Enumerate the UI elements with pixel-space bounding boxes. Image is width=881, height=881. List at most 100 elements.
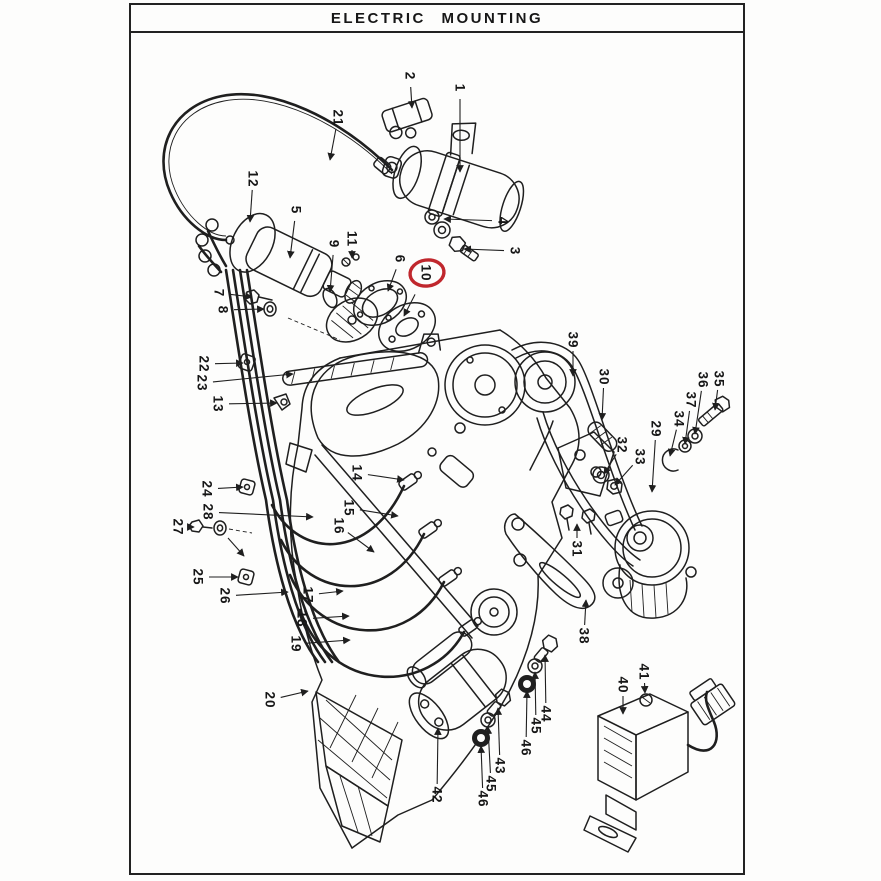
part-callout-9: 9 — [327, 240, 342, 249]
part-callout-22: 22 — [197, 355, 212, 372]
adjusting-arm — [503, 513, 596, 610]
highlight-ellipse — [408, 258, 446, 288]
part-callout-32: 32 — [615, 436, 630, 453]
leader-line-35 — [712, 389, 720, 411]
part-callout-34: 34 — [672, 410, 687, 427]
leader-line-45 — [484, 726, 493, 774]
part-callout-28: 28 — [201, 503, 216, 520]
cable-clamps — [188, 333, 442, 586]
leader-line-10 — [403, 294, 416, 317]
part-callout-45: 45 — [484, 775, 499, 792]
page-title: ELECTRIC MOUNTING — [330, 9, 544, 27]
leader-line-13 — [228, 399, 278, 407]
part-callout-43: 43 — [493, 757, 508, 774]
high-tension-wire — [162, 92, 394, 245]
leader-line-20 — [280, 688, 309, 699]
leader-line-24 — [217, 483, 244, 492]
leader-line-4 — [443, 215, 493, 224]
part-callout-46: 46 — [476, 790, 491, 807]
leader-line-18 — [312, 612, 350, 621]
leader-line-29 — [648, 439, 657, 493]
part-callout-20: 20 — [263, 691, 278, 708]
starter-motor — [406, 631, 507, 740]
leader-line-26 — [235, 588, 289, 597]
voltage-regulator — [583, 678, 736, 853]
part-callout-39: 39 — [566, 331, 581, 348]
part-callout-16: 16 — [332, 517, 347, 534]
leader-line-8 — [233, 305, 265, 314]
leader-line-5 — [287, 220, 296, 259]
part-callout-46: 46 — [519, 739, 534, 756]
leader-line-37 — [682, 410, 691, 445]
title-band: ELECTRIC MOUNTING — [131, 5, 743, 33]
coil-hardware — [424, 209, 479, 262]
part-callout-41: 41 — [637, 663, 652, 680]
leader-line-43 — [494, 707, 503, 756]
leader-line-34 — [667, 429, 677, 457]
leader-line-19 — [306, 636, 351, 645]
part-callout-45: 45 — [529, 717, 544, 734]
part-callout-12: 12 — [246, 170, 261, 187]
engine-drawing — [162, 92, 736, 853]
part-callout-19: 19 — [289, 635, 304, 652]
part-callout-14: 14 — [350, 464, 365, 481]
part-callout-5: 5 — [289, 206, 304, 215]
part-callout-13: 13 — [211, 395, 226, 412]
leader-line-21 — [327, 128, 337, 161]
generator-mount-parts — [557, 421, 623, 535]
part-callout-15: 15 — [342, 499, 357, 516]
ignition-coil — [381, 97, 525, 262]
part-callout-42: 42 — [430, 786, 445, 803]
leader-line-9 — [326, 254, 335, 293]
leader-line-17 — [318, 587, 344, 596]
part-callout-6: 6 — [393, 255, 408, 264]
part-callout-35: 35 — [712, 370, 727, 387]
leader-line-46 — [523, 690, 531, 738]
part-callout-8: 8 — [216, 306, 231, 315]
leader-line-14 — [367, 474, 405, 483]
part-callout-37: 37 — [684, 391, 699, 408]
leader-line-7 — [229, 292, 253, 300]
leader-line-32 — [603, 454, 617, 475]
part-callout-7: 7 — [212, 289, 227, 298]
part-callout-24: 24 — [200, 480, 215, 497]
part-callout-2: 2 — [403, 72, 418, 81]
leader-line-2 — [407, 86, 416, 109]
leader-line-46 — [477, 745, 486, 789]
part-callout-38: 38 — [577, 627, 592, 644]
leader-line-36 — [692, 390, 702, 435]
leader-line-12 — [246, 189, 255, 223]
part-callout-21: 21 — [331, 109, 346, 126]
part-callout-1: 1 — [453, 84, 468, 93]
leader-line-44 — [541, 654, 549, 704]
leader-line-6 — [386, 269, 397, 292]
part-callout-25: 25 — [191, 568, 206, 585]
part-callout-40: 40 — [616, 676, 631, 693]
oil-filter — [470, 588, 518, 636]
leader-line-33 — [614, 464, 634, 486]
part-callout-3: 3 — [508, 247, 523, 256]
leader-line-15 — [359, 509, 399, 519]
part-callout-31: 31 — [570, 540, 585, 557]
leader-line-30 — [598, 387, 607, 421]
leader-line-23 — [212, 370, 294, 383]
part-callout-33: 33 — [633, 448, 648, 465]
spark-plug-cables — [224, 268, 483, 679]
part-callout-27: 27 — [171, 518, 186, 535]
page-frame: ELECTRIC MOUNTING — [129, 3, 745, 875]
leader-line-42 — [434, 727, 442, 785]
part-callout-17: 17 — [301, 586, 316, 603]
leader-line-16 — [347, 532, 375, 553]
part-callout-26: 26 — [218, 587, 233, 604]
engine-block — [285, 329, 580, 849]
part-callout-29: 29 — [649, 420, 664, 437]
leader-line-3 — [463, 245, 505, 254]
leader-line-28 — [218, 511, 314, 521]
part-callout-30: 30 — [597, 368, 612, 385]
leader-line-22 — [214, 359, 244, 368]
distributor — [195, 212, 436, 352]
part-callout-23: 23 — [195, 374, 210, 391]
generator — [602, 509, 697, 619]
